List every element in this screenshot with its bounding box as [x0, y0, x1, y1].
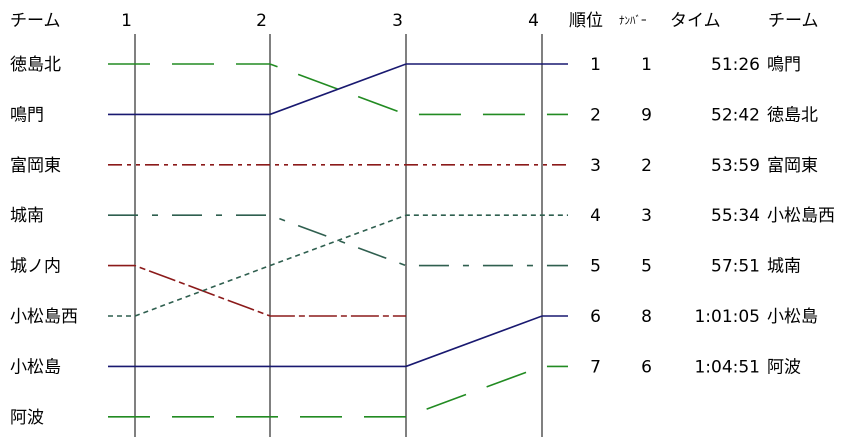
left-team-label: 城ノ内 — [10, 257, 61, 277]
result-number: 3 — [641, 206, 652, 226]
rank-header: 順位 — [569, 11, 603, 31]
result-team: 徳島北 — [767, 105, 818, 125]
result-time: 55:34 — [711, 206, 760, 226]
right-team-header: チーム — [768, 11, 819, 31]
header-row: チーム 順位 ﾅﾝﾊﾞｰ タイム チーム — [10, 11, 819, 31]
left-team-label: 徳島北 — [10, 55, 61, 75]
number-header: ﾅﾝﾊﾞｰ — [619, 14, 647, 27]
stage-axis: 1 2 3 4 — [121, 11, 543, 437]
left-team-label: 鳴門 — [10, 105, 44, 125]
result-number: 5 — [641, 257, 652, 277]
rank-line — [108, 63, 568, 116]
result-time: 1:01:05 — [694, 307, 760, 327]
result-time: 52:42 — [711, 105, 760, 125]
rank-line — [108, 63, 568, 116]
left-team-label: 小松島西 — [10, 307, 78, 327]
result-rank: 2 — [590, 105, 601, 125]
result-time: 51:26 — [711, 55, 760, 75]
result-time: 57:51 — [711, 257, 760, 277]
left-team-label: 阿波 — [10, 408, 44, 428]
result-number: 8 — [641, 307, 652, 327]
result-number: 6 — [641, 357, 652, 377]
left-team-label: 富岡東 — [10, 156, 61, 176]
rank-line — [108, 264, 406, 317]
result-rank: 5 — [590, 257, 601, 277]
result-team: 城南 — [767, 257, 801, 277]
rank-line — [108, 214, 568, 267]
stage-label: 4 — [528, 11, 539, 31]
result-team: 阿波 — [767, 357, 801, 377]
result-number: 2 — [641, 156, 652, 176]
time-header: タイム — [670, 11, 721, 31]
rank-lines — [108, 63, 568, 418]
result-rank: 4 — [590, 206, 601, 226]
rank-line — [108, 315, 568, 368]
result-number: 9 — [641, 105, 652, 125]
result-team: 富岡東 — [767, 156, 818, 176]
result-time: 53:59 — [711, 156, 760, 176]
stage-label: 3 — [392, 11, 403, 31]
stage-label: 1 — [121, 11, 132, 31]
result-rank: 6 — [590, 307, 601, 327]
left-team-label: 小松島 — [10, 357, 61, 377]
rank-line — [108, 365, 568, 418]
left-team-label: 城南 — [10, 206, 44, 226]
result-rank: 3 — [590, 156, 601, 176]
stage-label: 2 — [256, 11, 267, 31]
rank-line — [108, 214, 568, 317]
result-rank: 1 — [590, 55, 601, 75]
result-team: 小松島西 — [767, 206, 835, 226]
result-number: 1 — [641, 55, 652, 75]
left-team-header: チーム — [10, 11, 61, 31]
result-time: 1:04:51 — [694, 357, 760, 377]
result-team: 小松島 — [767, 307, 818, 327]
result-team: 鳴門 — [767, 55, 801, 75]
results-table: 1 1 51:26 鳴門 2 9 52:42 徳島北 3 2 53:59 富岡東 4 3 55:34 小松島西… — [590, 55, 835, 377]
result-rank: 7 — [590, 357, 601, 377]
